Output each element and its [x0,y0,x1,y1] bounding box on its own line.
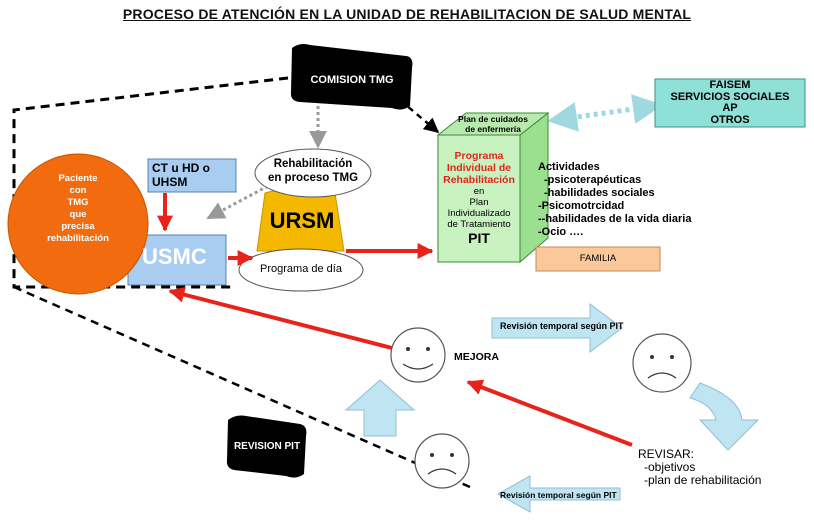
revisar-line: -plan de rehabilitación [644,473,762,487]
paciente-line: TMG [67,197,89,208]
familia-label: FAMILIA [579,253,617,264]
paciente-line: rehabilitación [47,233,109,244]
comision-banner-shape [290,44,413,110]
pit-box-label: Programa Individual de Rehabilitación en… [438,150,520,246]
pit-body-line: Individualizado [447,208,511,219]
ursm-label: URSM [269,208,335,233]
mejora-to-usmc-arrow [168,286,393,350]
familia-box [535,246,661,272]
cycle-arrow-top [491,303,623,353]
actividades-item: --habilidades de la vida diaria [538,213,692,225]
revision-pit-label: REVISION PIT [233,441,301,452]
smiley-sad-face-bottom [414,433,470,489]
rehab-to-usmc-dotted-arrow [206,184,269,220]
actividades-item: -Psicomotrcidad [538,200,625,212]
pit-title-line: Programa [454,150,504,162]
paciente-label: Paciente con TMG que precisa rehabilitac… [30,173,126,245]
faisem-line: SERVICIOS SOCIALES [670,90,790,103]
actividades-item: -Ocio …. [538,226,584,238]
rehab-proceso-label: Rehabilitación en proceso TMG [262,157,364,185]
ct-uhsm-label: CT u HD o UHSM [152,161,236,189]
paciente-line: con [69,185,87,196]
revisar-label: REVISAR: -objetivos -plan de rehabilitac… [638,448,810,487]
page-title: PROCESO DE ATENCIÓN EN LA UNIDAD DE REHA… [122,6,692,22]
pit-title-line: Rehabilitación [443,174,515,186]
paciente-circle [7,153,149,295]
faisem-box [654,78,806,128]
actividades-item: -habilidades sociales [544,187,655,199]
programa-dia-label: Programa de día [260,263,342,275]
pit-acronym: PIT [468,230,490,246]
plan-cuidados-line: Plan de cuidados [458,114,528,124]
faisem-pit-dotted-arrow [547,94,663,132]
pit-body-line: en [473,186,485,197]
revisar-to-mejora-arrow [466,379,633,447]
comision-to-pit-arrow [399,99,440,133]
actividades-list: Actividades -psicoterapéuticas -habilida… [538,161,738,239]
ct-uhsm-line: UHSM [152,175,188,189]
revisar-line: REVISAR: [638,447,695,461]
revision-pit-banner-shape [226,415,307,478]
actividades-item: Actividades [538,161,600,173]
mejora-label: MEJORA [454,351,499,363]
usmc-label: USMC [142,244,207,269]
pit-body-line: de Tratamiento [447,219,511,230]
smiley-happy-face [390,327,446,383]
faisem-line: FAISEM [709,79,751,91]
comision-tmg-label: COMISION TMG [310,74,394,86]
ct-uhsm-line: CT u HD o [152,161,210,175]
plan-cuidados-line: de enfermería [465,124,521,134]
rehab-proceso-line: en proceso TMG [267,172,359,184]
cycle-arrow-left [344,379,416,437]
faisem-box-label: FAISEM SERVICIOS SOCIALES AP OTROS [655,79,805,126]
programa-dia-ellipse [238,248,364,292]
paciente-line: precisa [61,221,95,232]
pit-title-line: Individual de [446,162,512,174]
actividades-item: -psicoterapéuticas [544,174,642,186]
smiley-sad-face-right [632,333,692,393]
pit-body-line: Plan [469,197,489,208]
paciente-line: que [69,209,87,220]
cycle-arrow-right [689,382,760,451]
pit-box-front [437,134,521,263]
rehab-proceso-line: Rehabilitación [273,158,353,170]
rehab-proceso-ellipse [254,148,372,198]
faisem-line: OTROS [710,113,750,126]
cycle-arrow-bottom [496,475,621,513]
plan-cuidados-label: Plan de cuidados de enfermería [446,114,540,134]
revisar-line: -objetivos [644,460,696,474]
revision-bottom-label: Revisión temporal según PIT [500,490,617,500]
faisem-line: AP [722,102,738,114]
revision-top-label: Revisión temporal según PIT [500,321,624,331]
ct-uhsm-box [147,158,237,193]
paciente-line: Paciente [58,173,98,184]
